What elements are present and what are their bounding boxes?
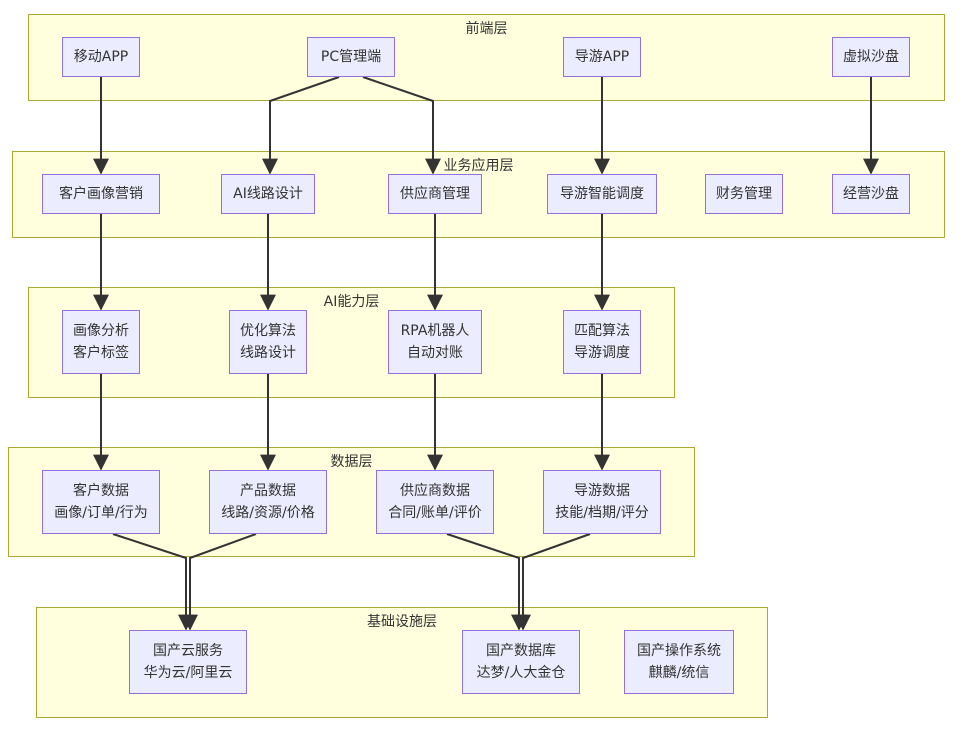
node-label-line: 客户标签: [73, 345, 129, 361]
node-business-sandbox: 经营沙盘: [832, 174, 910, 214]
node-mobile-app: 移动APP: [62, 37, 140, 77]
node-label-line: 合同/账单/评价: [388, 505, 482, 521]
node-guide-dispatch: 导游智能调度: [547, 174, 657, 214]
node-label-line: 自动对账: [407, 345, 463, 361]
node-domestic-os: 国产操作系统麒麟/统信: [624, 630, 734, 694]
node-label-line: 财务管理: [716, 186, 772, 202]
node-label-line: 画像分析: [73, 323, 129, 339]
node-product-data: 产品数据线路/资源/价格: [209, 470, 327, 534]
node-label-line: 优化算法: [240, 323, 296, 339]
node-label-line: 国产数据库: [486, 643, 556, 659]
node-label-line: 经营沙盘: [843, 186, 899, 202]
node-rpa-robot: RPA机器人自动对账: [388, 310, 482, 374]
node-label-line: 导游调度: [574, 345, 630, 361]
layer-frontend: 前端层: [28, 14, 945, 101]
node-supplier-mgmt: 供应商管理: [388, 174, 482, 214]
node-customer-marketing: 客户画像营销: [42, 174, 160, 214]
node-guide-app: 导游APP: [563, 37, 641, 77]
node-label-line: 国产云服务: [153, 643, 223, 659]
node-label-line: PC管理端: [320, 49, 382, 65]
node-label-line: 导游APP: [574, 49, 630, 65]
node-customer-data: 客户数据画像/订单/行为: [42, 470, 160, 534]
node-finance-mgmt: 财务管理: [705, 174, 783, 214]
node-label-line: 达梦/人大金仓: [476, 665, 566, 681]
node-virtual-sandbox: 虚拟沙盘: [832, 37, 910, 77]
node-label-line: 华为云/阿里云: [143, 665, 233, 681]
node-label-line: 导游智能调度: [560, 186, 644, 202]
layer-title-infra: 基础设施层: [367, 614, 437, 630]
node-domestic-db: 国产数据库达梦/人大金仓: [462, 630, 580, 694]
node-label-line: 移动APP: [73, 49, 129, 65]
node-label-line: 供应商管理: [400, 186, 470, 202]
node-label-line: 导游数据: [574, 483, 630, 499]
node-label-line: 匹配算法: [574, 323, 630, 339]
node-label-line: 麒麟/统信: [648, 665, 710, 681]
layer-title-ai: AI能力层: [323, 294, 380, 310]
node-label-line: 线路设计: [240, 345, 296, 361]
node-label-line: 客户画像营销: [59, 186, 143, 202]
node-label-line: 供应商数据: [400, 483, 470, 499]
node-label-line: RPA机器人: [400, 323, 470, 339]
layer-title-data: 数据层: [330, 454, 373, 470]
node-domestic-cloud: 国产云服务华为云/阿里云: [129, 630, 247, 694]
node-pc-admin: PC管理端: [307, 37, 395, 77]
node-label-line: 线路/资源/价格: [221, 505, 315, 521]
node-optimize-algo: 优化算法线路设计: [229, 310, 307, 374]
node-label-line: 虚拟沙盘: [843, 49, 899, 65]
node-label-line: 技能/档期/评分: [555, 505, 649, 521]
node-supplier-data: 供应商数据合同/账单/评价: [376, 470, 494, 534]
node-label-line: 画像/订单/行为: [54, 505, 148, 521]
node-ai-route-design: AI线路设计: [221, 174, 315, 214]
node-guide-data: 导游数据技能/档期/评分: [543, 470, 661, 534]
node-portrait-analysis: 画像分析客户标签: [62, 310, 140, 374]
node-match-algo: 匹配算法导游调度: [563, 310, 641, 374]
node-label-line: AI线路设计: [233, 186, 303, 202]
layer-title-business: 业务应用层: [443, 158, 514, 174]
layer-title-frontend: 前端层: [465, 21, 508, 37]
node-label-line: 产品数据: [240, 483, 296, 499]
node-label-line: 客户数据: [73, 483, 129, 499]
node-label-line: 国产操作系统: [637, 643, 721, 659]
